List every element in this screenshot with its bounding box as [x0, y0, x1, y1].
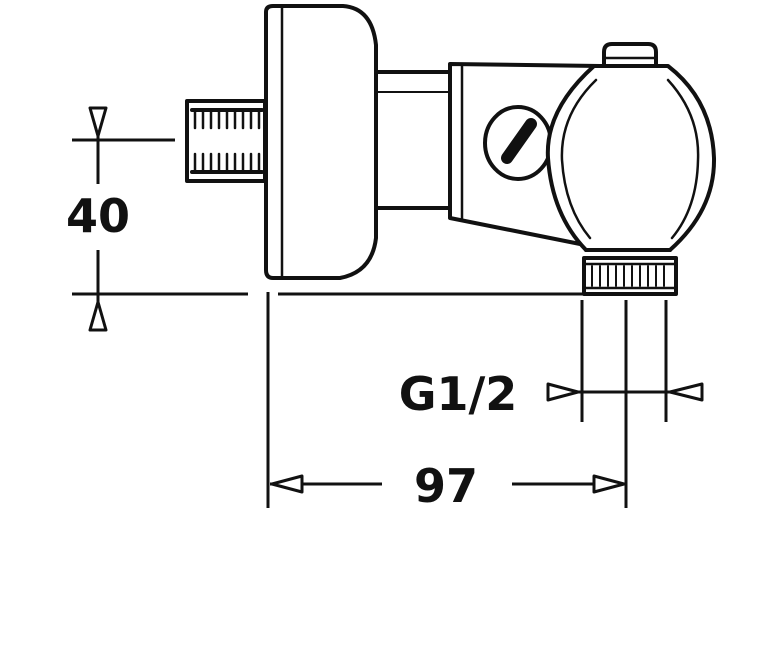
- set-screw: [483, 105, 553, 181]
- wall-rosette: [264, 4, 378, 280]
- arrow-97-left: [270, 474, 304, 494]
- body-neck: [374, 70, 452, 210]
- arrow-97-right: [592, 474, 626, 494]
- outlet-thread: [582, 256, 678, 296]
- dimension-label-height: 40: [66, 189, 130, 243]
- top-cap: [602, 42, 658, 68]
- arrow-40-top: [88, 106, 108, 138]
- arrow-g12-right: [668, 382, 704, 402]
- valve-head: [545, 64, 717, 252]
- arrow-40-bottom: [88, 300, 108, 332]
- dimension-label-thread: G1/2: [399, 367, 518, 421]
- dimension-label-width: 97: [414, 459, 478, 513]
- inlet-thread-stub: [185, 99, 267, 183]
- arrow-g12-left: [546, 382, 580, 402]
